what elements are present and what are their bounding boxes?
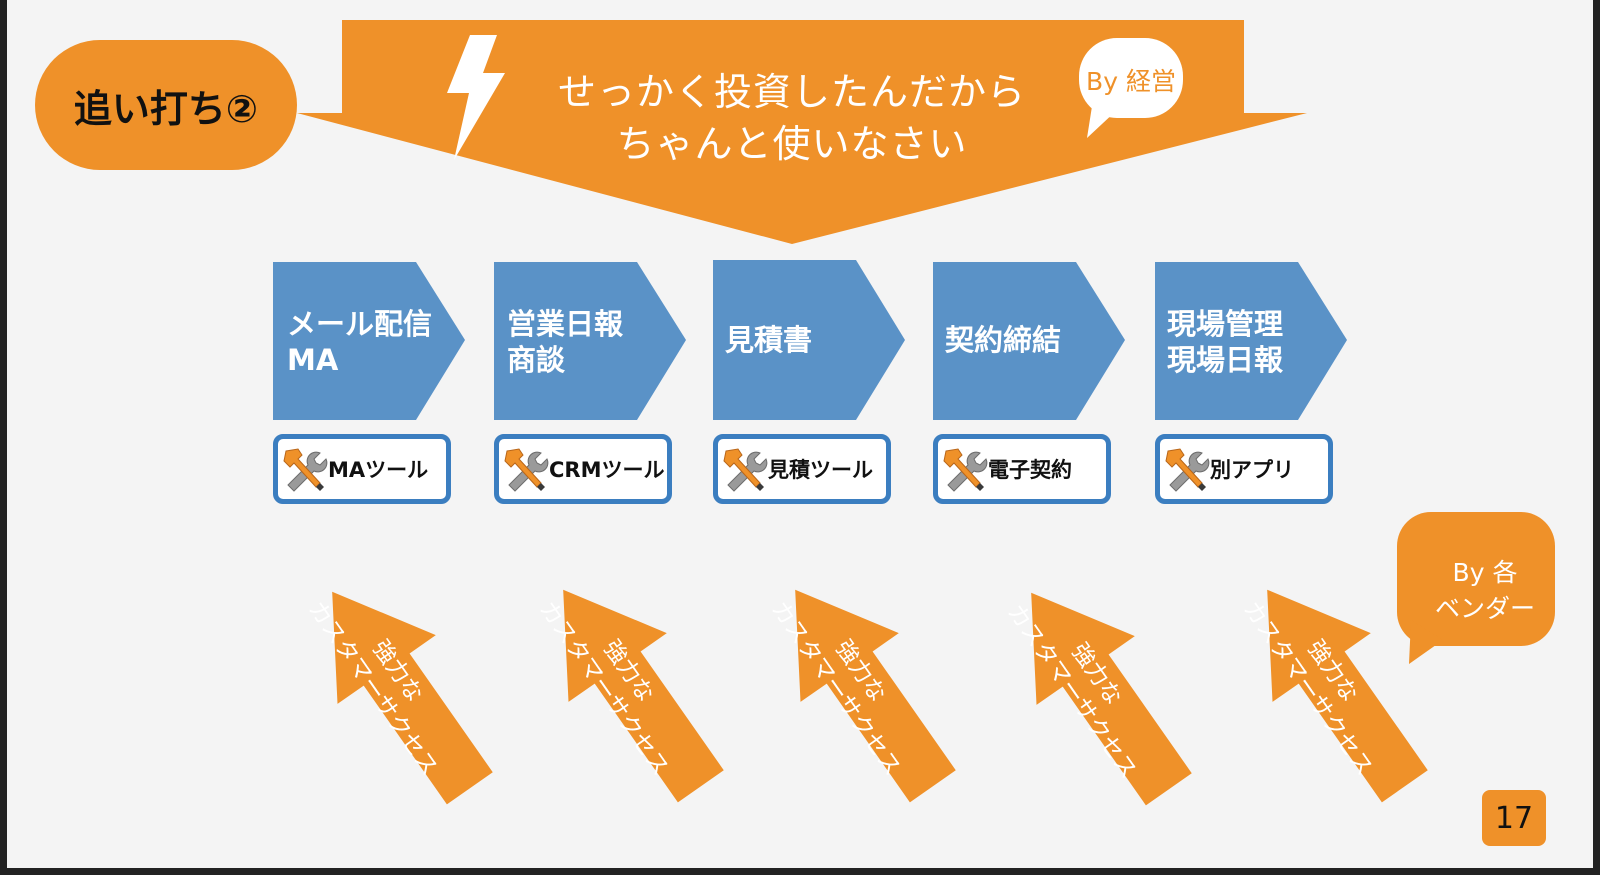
chevron-5 <box>1155 262 1347 420</box>
bubble-vendor-text: By 各 ベンダー <box>1415 555 1555 627</box>
banner-message: せっかく投資したんだから ちゃんと使いなさい <box>507 66 1077 170</box>
stage-5-line-2: 現場日報 <box>1167 343 1284 377</box>
stage-1-line-2: MA <box>287 343 339 377</box>
stage-5-line-1: 現場管理 <box>1167 307 1284 341</box>
chevron-4 <box>933 262 1125 420</box>
stage-label-2: 営業日報 商談 <box>507 306 623 378</box>
bubble-management-text: By 経営 <box>1086 67 1176 96</box>
vendor-line-1: By 各 <box>1452 558 1518 587</box>
stage-4-line-1: 契約締結 <box>945 323 1062 357</box>
lightning-icon <box>447 35 505 160</box>
tool-card-other-app[interactable]: 別アプリ <box>1155 434 1333 504</box>
slide-title: 追い打ち② <box>35 40 297 170</box>
tool-label: 別アプリ <box>1210 458 1294 482</box>
tool-card-ma[interactable]: MAツール <box>273 434 451 504</box>
chevron-3 <box>713 260 905 420</box>
tool-card-crm[interactable]: CRMツール <box>494 434 672 504</box>
tools-icon <box>720 445 768 493</box>
push-arrow-4 <box>1031 592 1192 806</box>
tools-icon <box>280 445 328 493</box>
chevron-1 <box>273 262 465 420</box>
push-arrow-1 <box>332 591 493 805</box>
stage-label-4: 契約締結 <box>945 322 1061 358</box>
bubble-vendor <box>1397 512 1555 664</box>
tool-card-estimate[interactable]: 見積ツール <box>713 434 891 504</box>
tool-label: 電子契約 <box>988 458 1072 482</box>
stage-2-line-1: 営業日報 <box>507 307 624 341</box>
stage-label-5: 現場管理 現場日報 <box>1167 306 1283 378</box>
stage-label-1: メール配信 MA <box>287 306 432 378</box>
tool-card-contract[interactable]: 電子契約 <box>933 434 1111 504</box>
push-arrow-5 <box>1267 589 1428 803</box>
page-number: 17 <box>1482 790 1546 846</box>
tools-icon <box>940 445 988 493</box>
banner-line-2: ちゃんと使いなさい <box>616 122 968 166</box>
tool-label: CRMツール <box>549 458 665 482</box>
banner-line-1: せっかく投資したんだから <box>557 70 1026 114</box>
tools-icon <box>501 445 549 493</box>
tools-icon <box>1162 445 1210 493</box>
vendor-line-2: ベンダー <box>1434 594 1535 623</box>
stage-1-line-1: メール配信 <box>287 307 433 341</box>
tool-label: 見積ツール <box>768 458 873 482</box>
diagram-shapes <box>273 20 1555 806</box>
stage-label-3: 見積書 <box>725 322 812 358</box>
stage-3-line-1: 見積書 <box>725 323 813 357</box>
banner-arrow <box>297 20 1307 244</box>
push-arrow-2 <box>563 589 724 803</box>
slide: 追い打ち② せっかく投資したんだから ちゃんと使いなさい By 経営 メール配信… <box>7 0 1593 868</box>
tool-label: MAツール <box>328 458 429 482</box>
push-arrow-3 <box>795 589 956 803</box>
chevron-2 <box>494 262 686 420</box>
stage-2-line-2: 商談 <box>507 343 566 377</box>
bubble-management <box>1079 38 1183 138</box>
